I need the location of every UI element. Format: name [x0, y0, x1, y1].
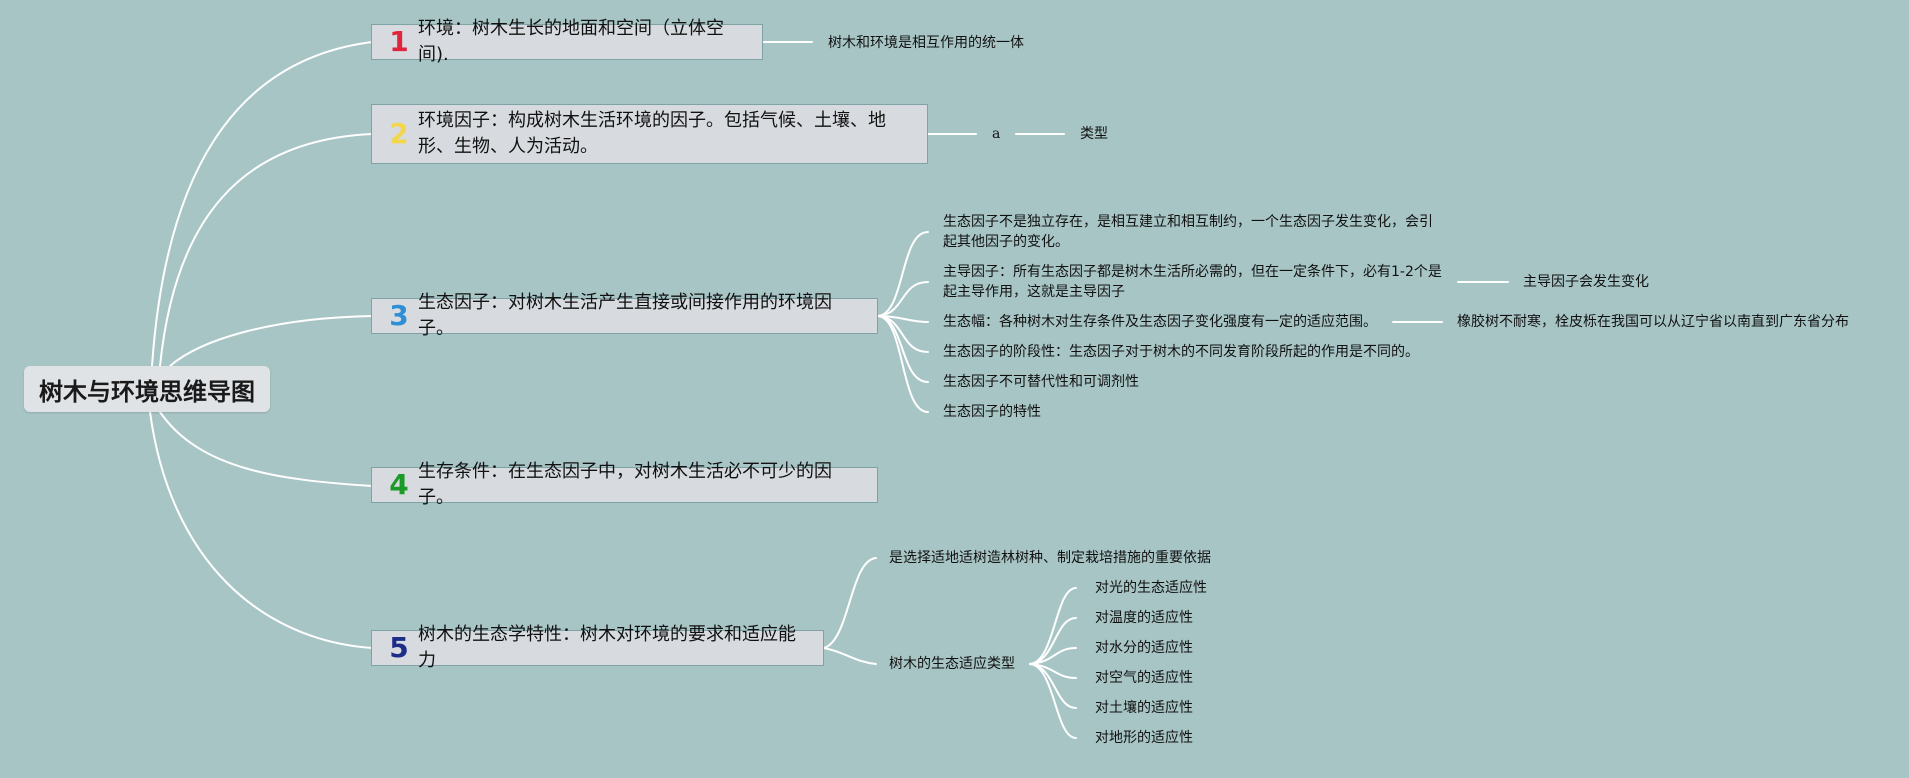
topic3-subnode-1[interactable]: 生态因子不是独立存在，是相互建立和相互制约，一个生态因子发生变化，会引起其他因子… [943, 214, 1433, 250]
topic-number-1: 1 [389, 25, 409, 58]
topic2-subnode-a[interactable]: a [992, 126, 1001, 142]
adaptation-type-soil[interactable]: 对土壤的适应性 [1095, 700, 1193, 716]
topic3-range-note[interactable]: 橡胶树不耐寒，栓皮栎在我国可以从辽宁省以南直到广东省分布 [1457, 314, 1849, 330]
topic3-subnode-6[interactable]: 生态因子的特性 [943, 404, 1041, 420]
adaptation-type-temperature[interactable]: 对温度的适应性 [1095, 610, 1193, 626]
topic-number-2: 2 [389, 117, 409, 150]
topic-node-3[interactable]: 3 生态因子：对树木生活产生直接或间接作用的环境因子。 [371, 292, 878, 339]
topic-text-1: 环境：树木生长的地面和空间（立体空间). [418, 18, 724, 65]
topic2-subnode-type[interactable]: 类型 [1080, 126, 1108, 142]
root-title: 树木与环境思维导图 [39, 377, 255, 406]
topic3-subnode-2[interactable]: 主导因子：所有生态因子都是树木生活所必需的，但在一定条件下，必有1-2个是起主导… [943, 264, 1442, 300]
topic-text-2: 环境因子：构成树木生活环境的因子。包括气候、土壤、地形、生物、人为活动。 [418, 110, 886, 157]
topic-text-3: 生态因子：对树木生活产生直接或间接作用的环境因子。 [418, 292, 832, 339]
topic-node-4[interactable]: 4 生存条件：在生态因子中，对树木生活必不可少的因子。 [371, 461, 878, 508]
topic5-types-label[interactable]: 树木的生态适应类型 [889, 656, 1015, 672]
topic3-leader-note[interactable]: 主导因子会发生变化 [1523, 274, 1649, 290]
topic-number-3: 3 [389, 299, 409, 332]
topic-text-4: 生存条件：在生态因子中，对树木生活必不可少的因子。 [418, 461, 832, 508]
topic5-basis[interactable]: 是选择适地适树造林树种、制定栽培措施的重要依据 [889, 550, 1211, 566]
topic3-subnode-3[interactable]: 生态幅：各种树木对生存条件及生态因子变化强度有一定的适应范围。 [943, 314, 1377, 330]
adaptation-type-light[interactable]: 对光的生态适应性 [1095, 580, 1207, 596]
adaptation-type-water[interactable]: 对水分的适应性 [1095, 640, 1193, 656]
topic3-subnode-5[interactable]: 生态因子不可替代性和可调剂性 [943, 374, 1139, 390]
topic1-subnode[interactable]: 树木和环境是相互作用的统一体 [828, 35, 1024, 51]
adaptation-type-air[interactable]: 对空气的适应性 [1095, 670, 1193, 686]
topic-node-2[interactable]: 2 环境因子：构成树木生活环境的因子。包括气候、土壤、地形、生物、人为活动。 [371, 104, 928, 164]
topic3-subnode-4[interactable]: 生态因子的阶段性：生态因子对于树木的不同发育阶段所起的作用是不同的。 [943, 344, 1419, 360]
topic-number-4: 4 [389, 468, 409, 501]
root-node[interactable]: 树木与环境思维导图 [24, 366, 270, 412]
topic-number-5: 5 [389, 631, 409, 664]
topic-text-5: 树木的生态学特性：树木对环境的要求和适应能力 [418, 624, 796, 671]
adaptation-type-terrain[interactable]: 对地形的适应性 [1095, 730, 1193, 746]
topic-node-5[interactable]: 5 树木的生态学特性：树木对环境的要求和适应能力 [371, 624, 824, 671]
topic-node-1[interactable]: 1 环境：树木生长的地面和空间（立体空间). [371, 18, 763, 65]
